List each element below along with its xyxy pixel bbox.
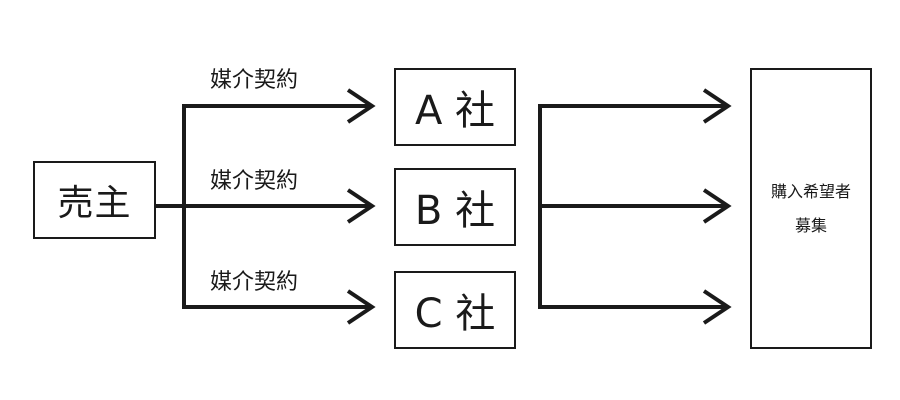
agent-box-c: C 社 <box>394 271 516 349</box>
agent-label-c: C 社 <box>414 291 496 337</box>
contract-label-c: 媒介契約 <box>210 270 299 295</box>
buyer-recruitment-box: 購入希望者 募集 <box>750 68 872 349</box>
arrowhead-agent-a <box>346 88 376 124</box>
arrowhead-buyers-middle <box>702 188 732 224</box>
agent-box-b: B 社 <box>394 168 516 246</box>
arrowhead-agent-b <box>346 188 376 224</box>
buyer-label-line1: 購入希望者 <box>770 181 851 201</box>
agent-label-b: B 社 <box>414 188 496 234</box>
seller-box: 売主 <box>33 161 156 239</box>
contract-label-b: 媒介契約 <box>210 169 299 194</box>
agent-box-a: A 社 <box>394 68 516 146</box>
buyer-label-line2: 募集 <box>794 215 827 235</box>
agent-label-a: A 社 <box>414 88 496 134</box>
contract-label-a: 媒介契約 <box>210 68 299 93</box>
arrowhead-buyers-top <box>702 88 732 124</box>
seller-label: 売主 <box>57 183 132 224</box>
arrowhead-buyers-bottom <box>702 289 732 325</box>
arrowhead-agent-c <box>346 289 376 325</box>
